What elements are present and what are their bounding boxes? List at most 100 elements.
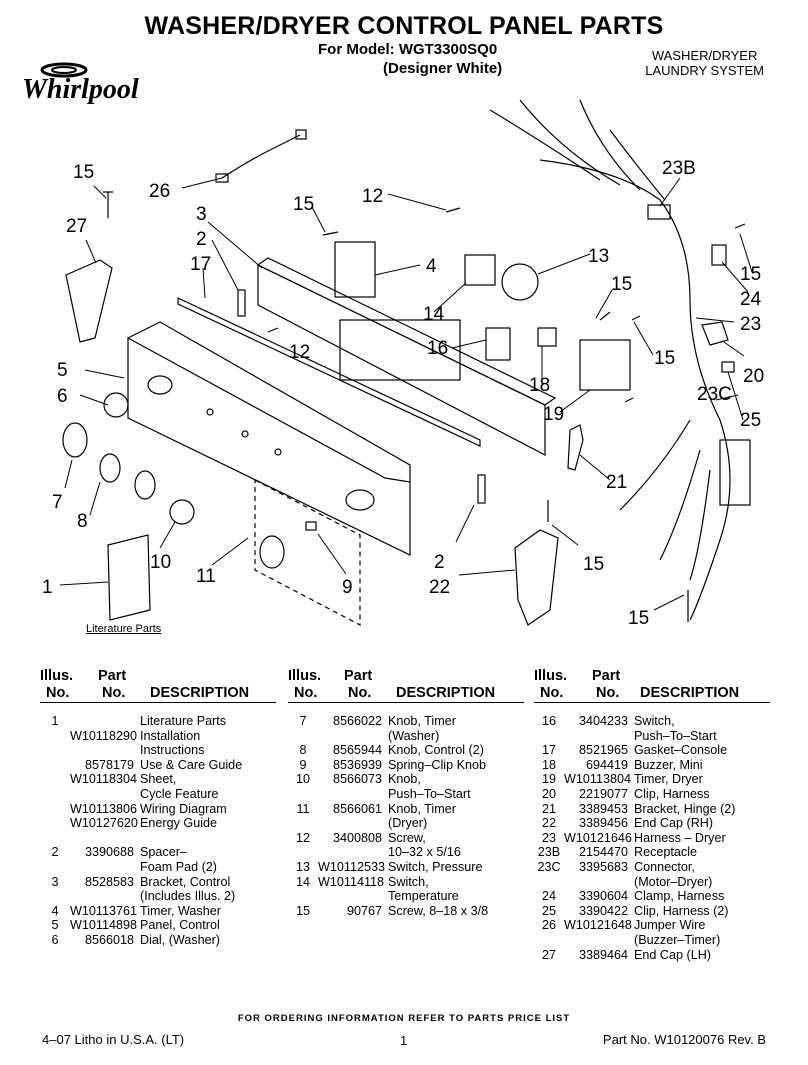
illus-number: 18 <box>541 757 556 772</box>
illus-number: 23B <box>537 845 561 860</box>
washer-dial <box>103 392 129 418</box>
illus-number <box>40 889 70 904</box>
illus-number: 21 <box>541 801 556 816</box>
callout-15b: 15 <box>611 274 632 295</box>
part-description: (Includes Illus. 2) <box>140 889 236 904</box>
screw-15a <box>103 191 113 218</box>
part-description: Buzzer, Mini <box>634 757 703 772</box>
illus-number: 9 <box>299 757 307 772</box>
header-part-no: No. <box>348 685 372 701</box>
callout-1: 1 <box>42 577 53 598</box>
console-gasket <box>177 297 481 447</box>
table-row: Cycle Feature <box>40 787 276 802</box>
header-part: Part <box>344 668 373 684</box>
motor-connector <box>719 439 751 506</box>
header-illus-no: No. <box>46 685 70 701</box>
illus-number <box>40 787 70 802</box>
part-number: 3390688 <box>84 845 134 860</box>
temperature-switch <box>464 254 496 286</box>
column-header: Illus. No. Part No. DESCRIPTION <box>288 668 524 704</box>
part-number <box>70 787 140 802</box>
part-number: W10114118 <box>318 874 385 889</box>
callout-19: 19 <box>543 404 564 425</box>
part-description: Gasket–Console <box>634 743 728 758</box>
part-description: Clip, Harness (2) <box>634 903 729 918</box>
part-description: Sheet, <box>140 772 177 787</box>
illus-number <box>40 860 70 875</box>
part-description: End Cap (RH) <box>634 816 714 831</box>
harness-clip <box>701 321 729 346</box>
header-part-no: No. <box>596 685 620 701</box>
part-number: 8528583 <box>84 874 134 889</box>
part-number: 8566022 <box>332 714 382 728</box>
system-label: WASHER/DRYER LAUNDRY SYSTEM <box>645 48 764 78</box>
callout-24: 24 <box>740 289 762 310</box>
dryer-knob-group <box>254 479 361 626</box>
illus-number: 5 <box>51 918 59 933</box>
part-description: Spring–Clip Knob <box>388 757 487 772</box>
callout-7: 7 <box>52 492 63 513</box>
illus-number <box>40 758 70 773</box>
part-number: 8566061 <box>332 801 382 816</box>
part-description: Literature Parts <box>140 714 227 728</box>
part-description: (Washer) <box>388 728 440 743</box>
part-number: W10113761 <box>70 903 137 918</box>
illus-number: 14 <box>295 874 310 889</box>
part-number: 8566073 <box>332 772 382 787</box>
screw-15h <box>734 223 746 229</box>
spring-clip-knob <box>305 521 317 531</box>
part-description: Bracket, Control <box>140 874 231 889</box>
illus-number: 24 <box>541 889 556 904</box>
part-number: W10118290 <box>70 728 137 743</box>
part-number: Part No. W10120076 Rev. B <box>602 1032 766 1047</box>
illus-number <box>534 933 564 948</box>
part-number <box>564 875 634 890</box>
callout-22: 22 <box>429 577 450 598</box>
part-number: 8536939 <box>332 757 382 772</box>
screw-15e <box>624 397 634 403</box>
part-description: End Cap (LH) <box>634 947 711 962</box>
system-label-line1: WASHER/DRYER <box>651 48 758 63</box>
part-number: 3390422 <box>578 903 628 918</box>
screw-15b <box>322 231 339 236</box>
column-header: Illus. No. Part No. DESCRIPTION <box>40 668 276 704</box>
header-illus: Illus. <box>288 668 322 684</box>
model-color: (Designer White) <box>383 60 503 77</box>
mini-buzzer <box>537 327 557 347</box>
callout-15f: 15 <box>628 608 649 629</box>
callout-12a: 12 <box>362 186 383 207</box>
part-number: 3395683 <box>578 859 628 874</box>
washer-timer-knob <box>62 422 88 458</box>
illus-number: 20 <box>541 786 556 801</box>
part-number <box>564 729 634 744</box>
illus-number: 10 <box>295 772 310 787</box>
header-description: DESCRIPTION <box>150 685 250 701</box>
callout-3: 3 <box>196 204 207 225</box>
callout-2b: 2 <box>434 552 445 573</box>
part-description: Switch, <box>388 874 429 889</box>
part-description: Knob, Timer <box>388 714 456 728</box>
illus-number: 3 <box>51 874 59 889</box>
callout-4: 4 <box>426 256 437 277</box>
brand-logo <box>40 62 88 78</box>
push-to-start-switch <box>485 327 511 361</box>
part-description: Push–To–Start <box>388 786 471 801</box>
callout-18: 18 <box>529 375 550 396</box>
jumper-connector-a <box>215 173 229 183</box>
callout-27: 27 <box>66 216 87 237</box>
header-description: DESCRIPTION <box>396 685 496 701</box>
